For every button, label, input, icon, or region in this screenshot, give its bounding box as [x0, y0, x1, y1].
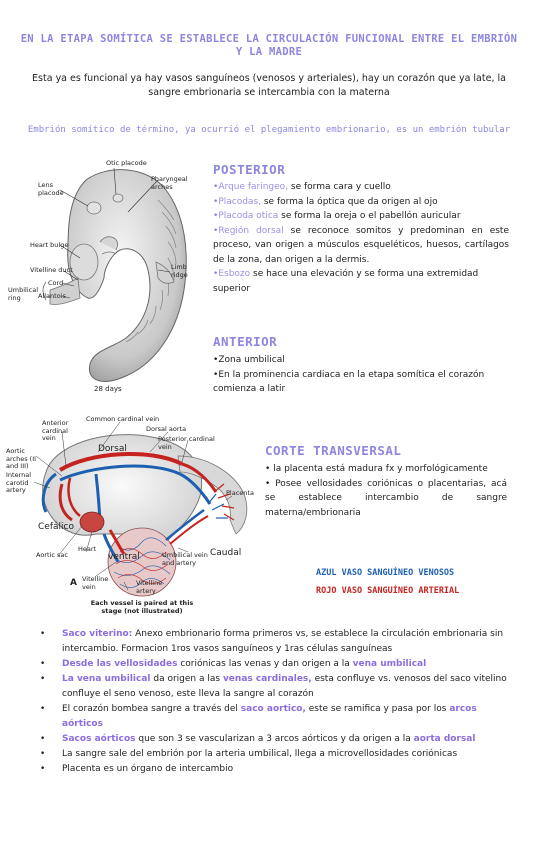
label-internal-carotid: Internal carotid artery: [6, 471, 32, 494]
list-item: • la placenta está madura fx y morfológi…: [265, 464, 488, 474]
circulation-figure: Common cardinal vein Anterior cardinal v…: [0, 412, 262, 618]
bullet: •: [213, 355, 219, 365]
page-title: EN LA ETAPA SOMÍTICA SE ESTABLECE LA CIR…: [20, 33, 518, 58]
bullet: •: [213, 369, 219, 380]
corte-heading: CORTE TRANSVERSAL: [265, 443, 402, 458]
list-item: •Placodas, se forma la óptica que da ori…: [213, 196, 438, 207]
label-umbilical-ring: Umbilical ring: [8, 286, 38, 302]
label-lens-placode: Lens placode: [38, 181, 64, 197]
anterior-heading: ANTERIOR: [213, 334, 278, 349]
list-item: •La vena umbilical da origen a las venas…: [40, 674, 507, 699]
bullet: •: [40, 749, 46, 759]
list-item: • Posee vellosidades coriónicas o placen…: [265, 478, 507, 518]
label-aortic-sac: Aortic sac: [36, 551, 68, 559]
anterior-list: •Zona umbilical •En la prominencia cardi…: [213, 353, 509, 397]
circulation-illustration: [33, 421, 248, 597]
label-otic-placode: Otic placode: [106, 159, 147, 167]
subtitle: Embrión somítico de término, ya ocurrió …: [27, 125, 511, 135]
label-28-days: 28 days: [94, 385, 122, 393]
bullet: •: [213, 211, 219, 221]
label-limb-ridge: Limb ridge: [171, 263, 188, 279]
label-cefalico: Cefálico: [38, 522, 74, 532]
label-common-cardinal-vein: Common cardinal vein: [86, 415, 160, 423]
bullet: •: [40, 659, 46, 669]
label-umbilical-vein-artery: Umbilical vein and artery: [162, 551, 208, 567]
bullet: •: [265, 464, 271, 474]
label-vitelline-duct: Vitelline duct: [30, 266, 73, 274]
posterior-list: •Arque faringeo, se forma cara y cuello …: [213, 180, 509, 296]
label-placenta: Placenta: [226, 489, 254, 497]
label-vitelline-vein: Vitelline vein: [82, 575, 109, 591]
list-item: •La sangre sale del embrión por la arter…: [40, 747, 508, 762]
embryo-illustration: [42, 167, 187, 382]
label-cord: Cord: [48, 279, 64, 287]
list-item: •Sacos aórticos que son 3 se vasculariza…: [40, 732, 508, 747]
list-item: •Placoda otica se forma la oreja o el pa…: [213, 211, 461, 221]
label-anterior-cardinal-vein: Anterior cardinal vein: [42, 419, 69, 442]
posterior-heading: POSTERIOR: [213, 162, 286, 177]
label-dorsal: Dorsal: [98, 444, 127, 454]
label-posterior-cardinal-vein: Posterior cardinal vein: [158, 435, 215, 451]
corte-list: • la placenta está madura fx y morfológi…: [265, 462, 507, 520]
label-figure-letter: A: [70, 578, 77, 588]
bullet: •: [40, 674, 46, 684]
bullet: •: [40, 704, 46, 714]
bullet: •: [40, 764, 46, 774]
bullet: •: [213, 269, 219, 279]
list-item: •Región dorsal se reconoce somitos y pre…: [213, 225, 509, 265]
label-caudal: Caudal: [210, 548, 242, 558]
bullet: •: [213, 196, 219, 207]
label-pharyngeal-arches: Pharyngeal arches: [151, 175, 188, 191]
label-dorsal-aorta: Dorsal aorta: [146, 425, 187, 433]
list-item: •Desde las vellosidades coriónicas las v…: [40, 657, 508, 672]
bullet: •: [265, 478, 271, 489]
label-heart: Heart: [78, 545, 97, 553]
list-item: •Esbozo se hace una elevación y se forma…: [213, 269, 479, 294]
embryo-figure: Otic placode Lens placode Pharyngeal arc…: [8, 150, 208, 402]
legend-vein: AZUL VASO SANGUÍNEO VENOSOS: [316, 568, 455, 578]
label-figure-caption: Each vessel is paired at this stage (not…: [90, 599, 194, 615]
legend-artery: ROJO VASO SANGUÍNEO ARTERIAL: [316, 586, 460, 596]
bullet: •: [213, 225, 219, 236]
label-heart-bulge: Heart bulge: [30, 241, 69, 249]
bullet: •: [40, 734, 46, 744]
list-item: •Placenta es un órgano de intercambio: [40, 762, 508, 777]
list-item: •En la prominencia cardiaca en la etapa …: [213, 369, 485, 395]
label-ventral: ventral: [108, 552, 140, 562]
bottom-list: •Saco viterino: Anexo embrionario forma …: [40, 627, 508, 777]
list-item: •Zona umbilical: [213, 355, 285, 365]
list-item: •Arque faringeo, se forma cara y cuello: [213, 182, 391, 192]
intro-text: Esta ya es funcional ya hay vasos sanguí…: [32, 73, 506, 98]
list-item: •Saco viterino: Anexo embrionario forma …: [40, 629, 504, 654]
label-allantois: Allantois: [38, 292, 66, 300]
label-aortic-arches: Aortic arches (II and III): [6, 447, 37, 470]
bullet: •: [213, 182, 219, 192]
bullet: •: [40, 629, 46, 639]
list-item: •El corazón bombea sangre a través del s…: [40, 704, 477, 729]
label-vitelline-artery: Vitelline artery: [136, 579, 163, 595]
